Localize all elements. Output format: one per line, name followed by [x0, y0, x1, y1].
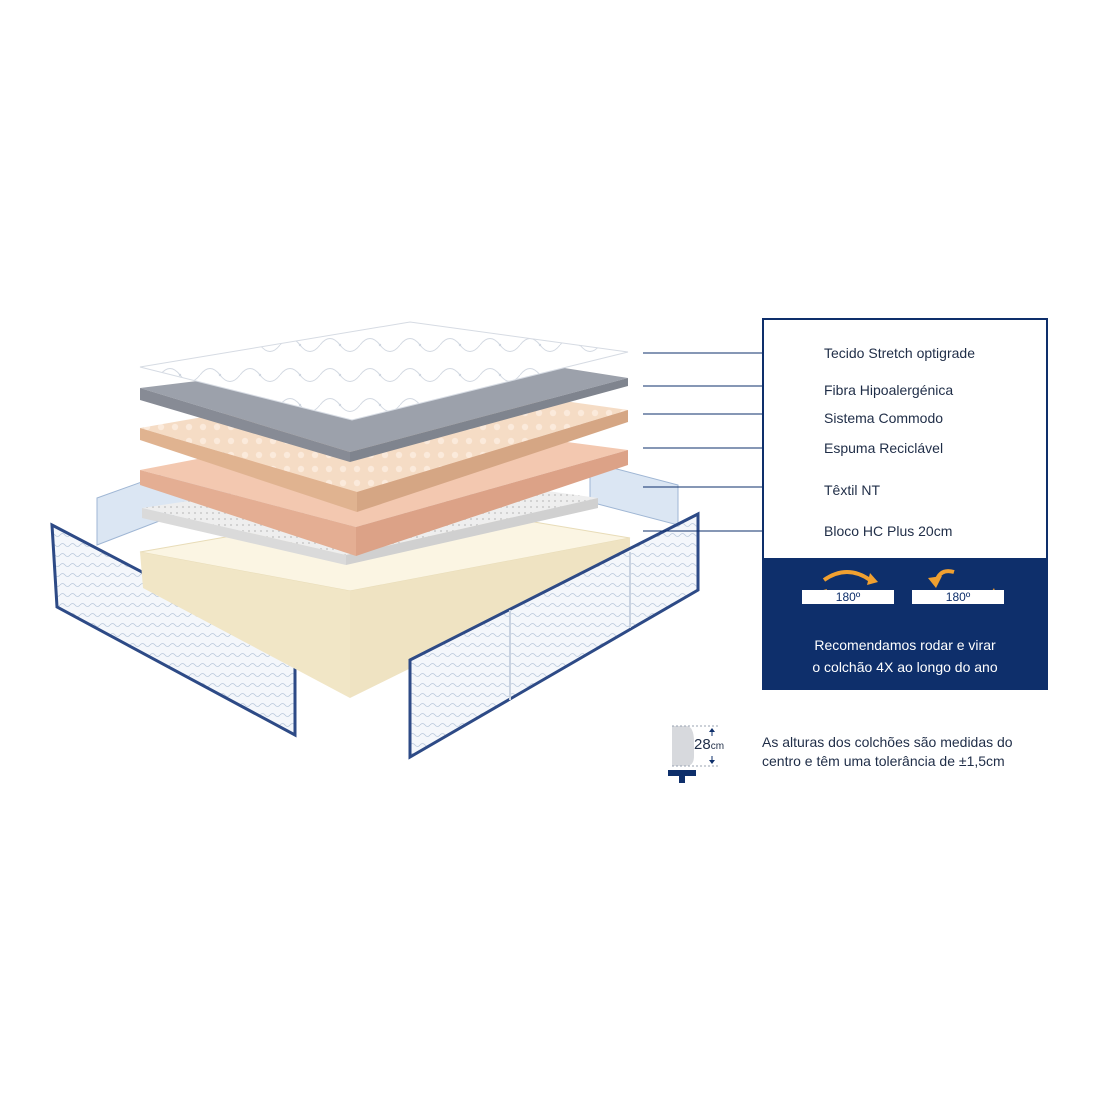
layer-label-textile: Têxtil NT	[824, 482, 880, 498]
rotation-recommendation: Recomendamos rodar e virar o colchão 4X …	[764, 634, 1046, 678]
height-number: 28	[694, 736, 711, 753]
recommendation-line-1: Recomendamos rodar e virar	[814, 637, 996, 653]
layer-label-core-block: Bloco HC Plus 20cm	[824, 523, 953, 539]
height-tolerance-note: As alturas dos colchões são medidas do c…	[762, 733, 1013, 771]
stretch-fabric-layer	[139, 321, 629, 421]
front-right-side-panel	[408, 511, 700, 760]
legend-box: 180º 180º Recomendamos rodar e virar o c…	[762, 318, 1048, 690]
layer-label-stretch-fabric: Tecido Stretch optigrade	[824, 345, 975, 361]
layer-label-fibre: Fibra Hipoalergénica	[824, 382, 954, 398]
layer-label-commodo: Sistema Commodo	[824, 410, 944, 426]
layer-label-recycled-foam: Espuma Reciclável	[824, 440, 944, 456]
rotate-label: 180º	[802, 590, 894, 604]
rotation-panel: 180º 180º Recomendamos rodar e virar o c…	[764, 558, 1046, 688]
recommendation-line-2: o colchão 4X ao longo do ano	[812, 659, 998, 675]
height-note-line-1: As alturas dos colchões são medidas do	[762, 734, 1013, 750]
height-note-line-2: centro e têm uma tolerância de ±1,5cm	[762, 753, 1005, 769]
height-value: 28cm	[694, 736, 724, 753]
flip-label: 180º	[912, 590, 1004, 604]
flip-arrows-icon	[928, 569, 998, 604]
mattress-height-icon	[668, 725, 720, 783]
height-unit: cm	[710, 741, 725, 752]
